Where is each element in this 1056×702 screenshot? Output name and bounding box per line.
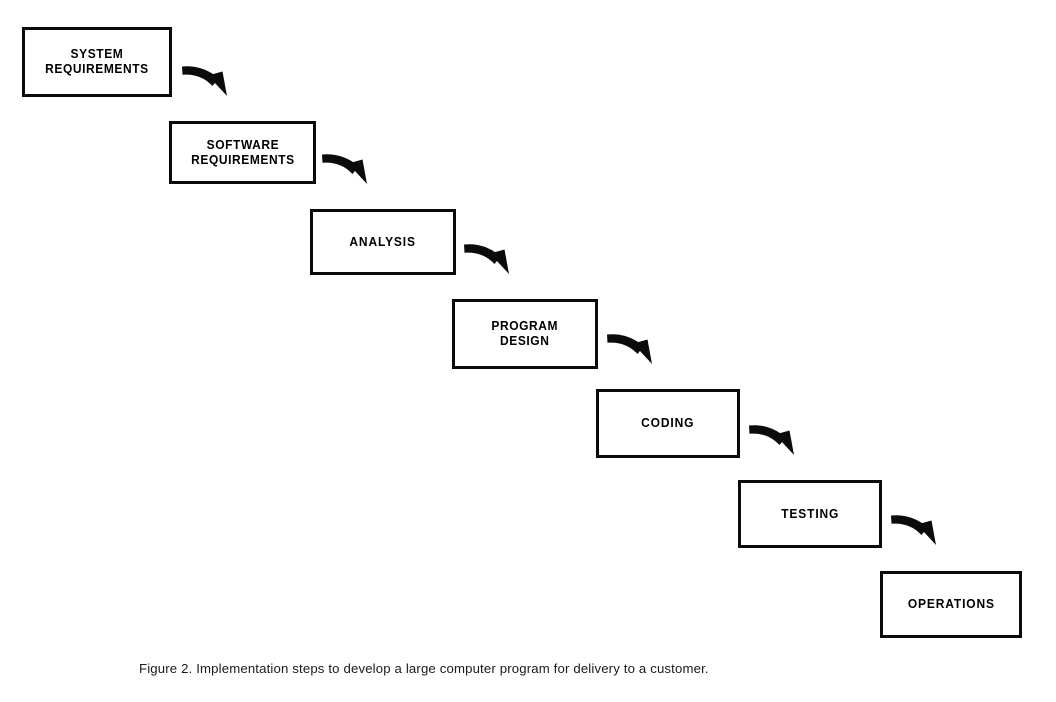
figure-caption: Figure 2. Implementation steps to develo… [139, 661, 709, 676]
arrow-testing-to-operations [891, 515, 936, 545]
phase-label-operations: OPERATIONS [907, 597, 995, 611]
phase-label-testing: TESTING [780, 506, 840, 521]
waterfall-diagram: SYSTEM REQUIREMENTS SOFTWARE REQUIREMENT… [22, 27, 1022, 638]
phase-box-operations[interactable]: OPERATIONS [880, 571, 1022, 638]
phase-box-coding[interactable]: CODING [596, 389, 740, 458]
arrow-analysis-to-program-design [464, 244, 509, 274]
arrow-system-to-software [182, 66, 227, 96]
phase-label-software-requirements: SOFTWARE REQUIREMENTS [190, 137, 295, 167]
arrow-software-to-analysis [322, 154, 367, 184]
phase-box-system-requirements[interactable]: SYSTEM REQUIREMENTS [22, 27, 172, 97]
phase-box-analysis[interactable]: ANALYSIS [310, 209, 456, 275]
phase-label-program-design: PROGRAM DESIGN [491, 319, 559, 348]
arrow-coding-to-testing [749, 425, 794, 455]
phase-label-analysis: ANALYSIS [349, 234, 417, 249]
phase-box-software-requirements[interactable]: SOFTWARE REQUIREMENTS [169, 121, 316, 184]
arrow-program-design-to-coding [607, 334, 652, 364]
phase-label-system-requirements: SYSTEM REQUIREMENTS [45, 47, 149, 76]
phase-box-program-design[interactable]: PROGRAM DESIGN [452, 299, 598, 369]
phase-label-coding: CODING [641, 416, 695, 430]
phase-box-testing[interactable]: TESTING [738, 480, 882, 548]
